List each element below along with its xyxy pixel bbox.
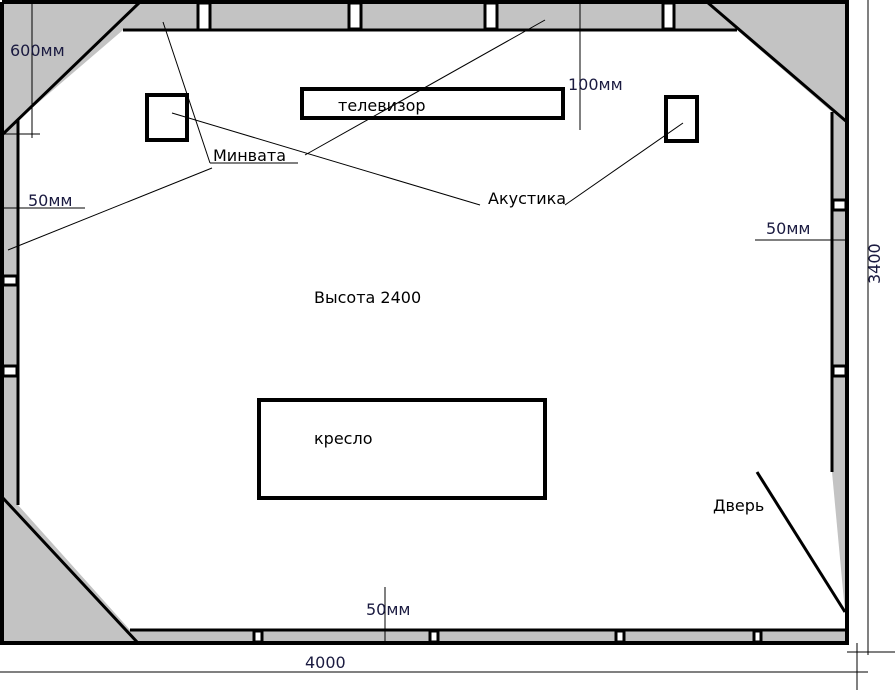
- top-wall-panel: [123, 2, 737, 30]
- tv: [300, 87, 565, 120]
- corner-trap-dimension: 600мм: [10, 41, 65, 60]
- left-wall-panel: [2, 120, 18, 505]
- bottom-wall-panel: [75, 630, 847, 643]
- room-depth-dimension: 3400: [865, 243, 884, 284]
- walls: [0, 0, 849, 645]
- insulation-label: Минвата: [213, 146, 286, 165]
- height-label: Высота 2400: [314, 288, 421, 307]
- left-panel-dimension: 50мм: [28, 191, 73, 210]
- room-interior: [18, 30, 845, 630]
- right-wall-panel: [832, 112, 847, 472]
- acoustics-label: Акустика: [488, 189, 566, 208]
- bottom-panel-dimension: 50мм: [366, 600, 411, 619]
- speaker-right: [664, 95, 699, 143]
- armchair-label: кресло: [314, 429, 372, 448]
- outer-wall: [0, 0, 849, 645]
- room-width-dimension: 4000: [305, 653, 346, 672]
- door-label: Дверь: [713, 496, 764, 515]
- door: [755, 471, 847, 613]
- armchair: [257, 398, 547, 500]
- right-panel-dimension: 50мм: [766, 219, 811, 238]
- tv-label: телевизор: [338, 96, 426, 115]
- ceiling-gap-dimension: 100мм: [568, 75, 623, 94]
